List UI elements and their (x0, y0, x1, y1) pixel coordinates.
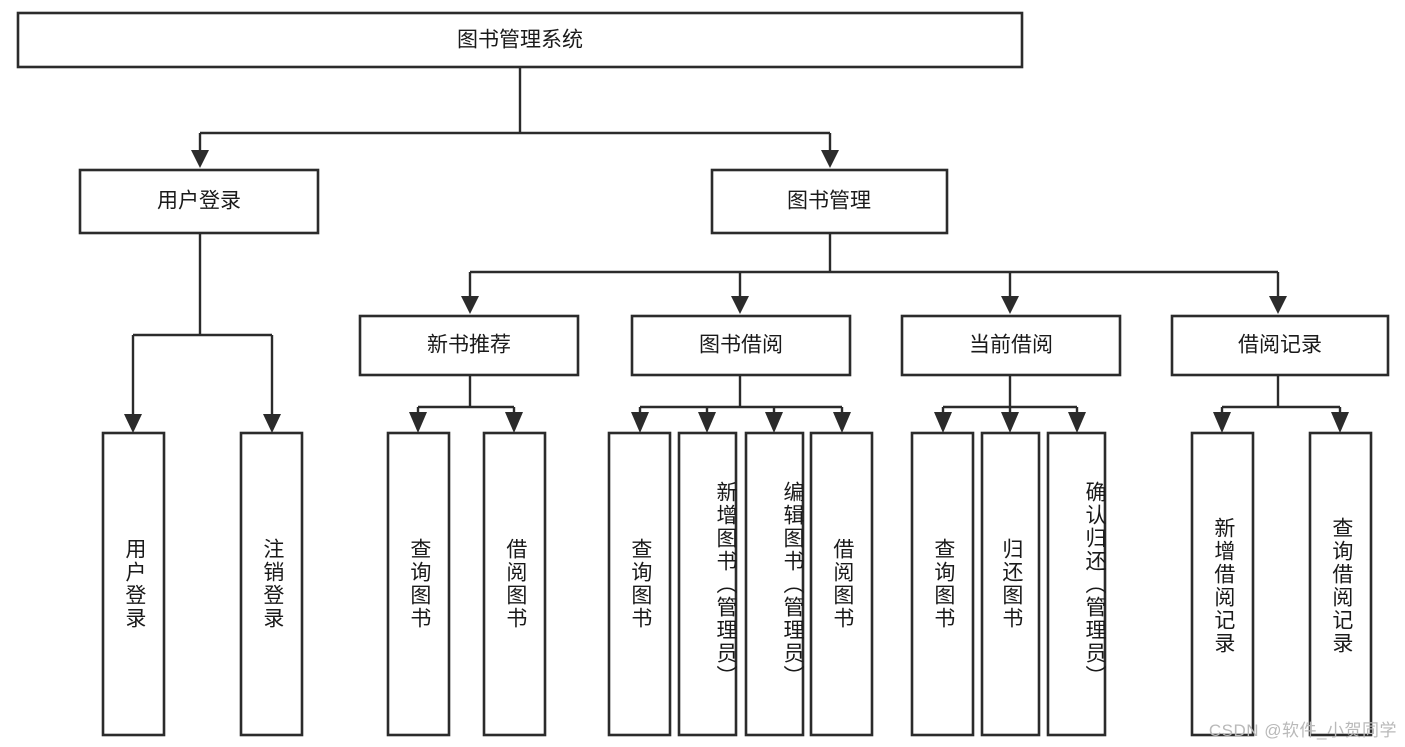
arrow-user-login-leaf-2 (263, 414, 281, 433)
arrow-to-new-book (461, 296, 479, 314)
arrow-to-book-mgmt (821, 150, 839, 168)
node-new-book-recommend-label: 新书推荐 (427, 334, 511, 357)
node-book-borrow-label: 图书借阅 (699, 334, 783, 357)
arrow-borrow-leaf-4 (833, 412, 851, 433)
arrow-to-records (1269, 296, 1287, 314)
arrow-borrow-leaf-3 (765, 412, 783, 433)
arrow-borrow-leaf-1 (631, 412, 649, 433)
leaf-box-current-3[interactable] (1046, 431, 1107, 737)
leaf-box-current-2[interactable] (980, 431, 1041, 737)
arrow-new-book-leaf-1 (409, 412, 427, 433)
arrow-records-leaf-1 (1213, 412, 1231, 433)
node-root[interactable] (16, 11, 1024, 69)
leaf-box-user-login-1[interactable] (101, 431, 166, 737)
arrow-records-leaf-2 (1331, 412, 1349, 433)
leaf-box-current-1[interactable] (910, 431, 975, 737)
node-root-label: 图书管理系统 (457, 29, 583, 52)
leaf-box-new-book-2[interactable] (482, 431, 547, 737)
leaf-box-borrow-3[interactable] (744, 431, 805, 737)
node-new-book-recommend[interactable] (358, 314, 580, 377)
arrow-current-leaf-3 (1068, 412, 1086, 433)
arrow-user-login-leaf-1 (124, 414, 142, 433)
arrow-to-borrow (731, 296, 749, 314)
node-book-management-label: 图书管理 (787, 190, 871, 213)
watermark-text: CSDN @软件_小贺同学 (1208, 721, 1397, 740)
leaf-box-borrow-4[interactable] (809, 431, 874, 737)
node-current-borrow-label: 当前借阅 (969, 334, 1053, 357)
arrow-current-leaf-2 (1001, 412, 1019, 433)
arrow-borrow-leaf-2 (698, 412, 716, 433)
arrow-to-current (1001, 296, 1019, 314)
node-user-login-label: 用户登录 (157, 190, 241, 213)
node-book-borrow[interactable] (630, 314, 852, 377)
arrow-to-user-login (191, 150, 209, 168)
leaf-box-records-2[interactable] (1308, 431, 1373, 737)
leaf-box-borrow-2[interactable] (677, 431, 738, 737)
leaf-box-new-book-1[interactable] (386, 431, 451, 737)
arrow-current-leaf-1 (934, 412, 952, 433)
leaf-box-borrow-1[interactable] (607, 431, 672, 737)
node-borrow-records-label: 借阅记录 (1238, 334, 1322, 357)
arrow-new-book-leaf-2 (505, 412, 523, 433)
node-borrow-records[interactable] (1170, 314, 1390, 377)
node-user-login[interactable] (78, 168, 320, 235)
node-book-management[interactable] (710, 168, 949, 235)
leaf-box-user-login-2[interactable] (239, 431, 304, 737)
node-current-borrow[interactable] (900, 314, 1122, 377)
leaf-box-records-1[interactable] (1190, 431, 1255, 737)
